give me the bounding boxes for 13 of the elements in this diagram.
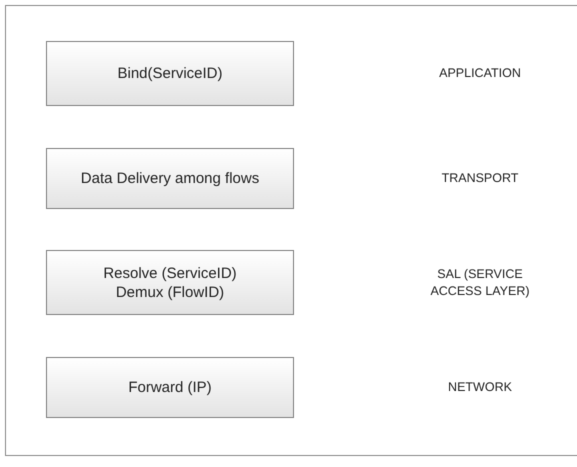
layer-label: NETWORK [447,379,513,396]
box-text: Demux (FlowID) [116,282,224,302]
layer-label: TRANSPORT [440,170,520,187]
layer-label: SAL (SERVICE ACCESS LAYER) [429,266,531,300]
layer-box [46,148,294,209]
box-text: Data Delivery among flows [80,169,260,188]
layer-box [46,41,294,106]
box-text: Resolve (ServiceID) [103,264,237,282]
layer-label: APPLICATION [438,65,522,82]
box-text: Bind(ServiceID) [117,64,223,83]
box-text: Forward (IP) [128,378,212,397]
layer-box [46,357,294,418]
layer-box [46,250,294,315]
